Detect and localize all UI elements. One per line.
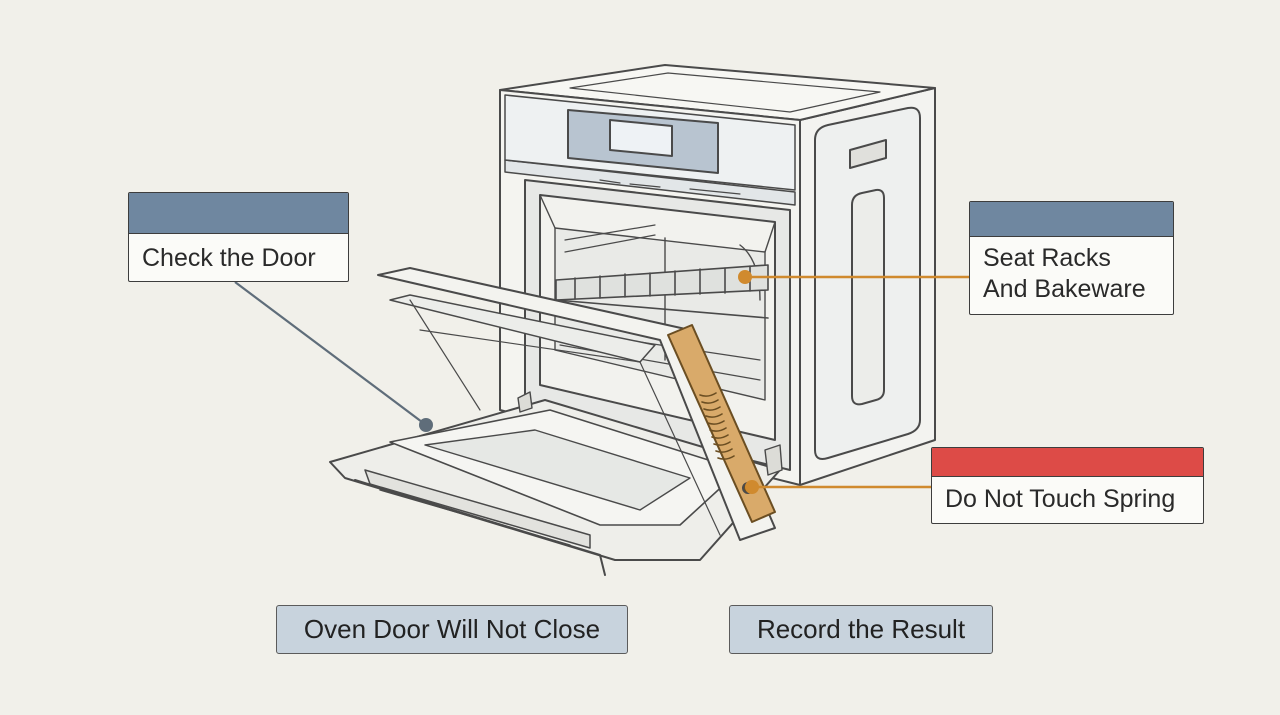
callout-spring-warning: Do Not Touch Spring	[931, 447, 1204, 524]
door-will-not-close-button[interactable]: Oven Door Will Not Close	[276, 605, 628, 654]
callout-label: Do Not Touch Spring	[945, 485, 1176, 513]
callout-band	[970, 202, 1173, 237]
leader-check-door	[234, 281, 427, 426]
leader-dot-spring	[745, 480, 759, 494]
callout-label: Check the Door	[142, 244, 316, 272]
record-result-button[interactable]: Record the Result	[729, 605, 993, 654]
leader-dot-seat-racks	[738, 270, 752, 284]
door-latch	[517, 391, 533, 413]
display-screen	[609, 119, 673, 157]
leader-dot-check-door	[419, 418, 433, 432]
callout-label: Seat Racks And Bakeware	[983, 244, 1146, 303]
callout-check-door: Check the Door	[128, 192, 349, 282]
callout-band	[129, 193, 348, 234]
oven-side-panel	[799, 87, 936, 486]
oven-door	[329, 399, 781, 576]
callout-seat-racks: Seat Racks And Bakeware	[969, 201, 1174, 315]
warning-band	[932, 448, 1203, 477]
